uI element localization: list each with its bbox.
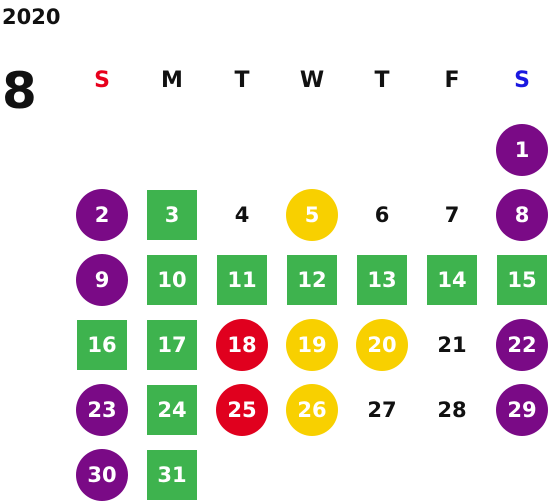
calendar-day-cell[interactable]: 14	[425, 253, 479, 307]
day-green-square-badge: 17	[147, 320, 197, 370]
day-purple-circle-badge: 9	[76, 254, 128, 306]
day-number: 21	[437, 333, 467, 357]
day-yellow-circle-badge: 26	[286, 384, 338, 436]
day-red-circle-badge: 25	[216, 384, 268, 436]
day-number: 7	[444, 203, 460, 227]
calendar-day-cell[interactable]: 29	[495, 383, 548, 437]
calendar-day-cell[interactable]: 15	[495, 253, 548, 307]
calendar-day-cell[interactable]: 7	[425, 188, 479, 242]
calendar-day-cell[interactable]: 10	[145, 253, 199, 307]
day-purple-circle-badge: 8	[496, 189, 548, 241]
calendar-day-cell[interactable]: 30	[75, 448, 129, 502]
calendar-day-cell[interactable]: 24	[145, 383, 199, 437]
weekday-label: T	[374, 67, 390, 93]
weekday-label: S	[514, 67, 530, 93]
day-red-circle-badge: 18	[216, 319, 268, 371]
weekday-label: S	[94, 67, 110, 93]
day-purple-circle-badge: 29	[496, 384, 548, 436]
day-green-square-badge: 24	[147, 385, 197, 435]
weekday-label: F	[444, 67, 460, 93]
calendar-day-cell[interactable]: 3	[145, 188, 199, 242]
day-green-square-badge: 16	[77, 320, 127, 370]
calendar-day-cell[interactable]: 31	[145, 448, 199, 502]
calendar-day-cell[interactable]: 13	[355, 253, 409, 307]
weekday-label: T	[234, 67, 250, 93]
day-purple-circle-badge: 2	[76, 189, 128, 241]
day-green-square-badge: 15	[497, 255, 547, 305]
calendar-day-cell[interactable]: 1	[495, 123, 548, 177]
day-number: 28	[437, 398, 467, 422]
day-green-square-badge: 31	[147, 450, 197, 500]
calendar-day-cell[interactable]: 21	[425, 318, 479, 372]
calendar-day-cell[interactable]: 16	[75, 318, 129, 372]
day-yellow-circle-badge: 20	[356, 319, 408, 371]
calendar-day-cell[interactable]: 5	[285, 188, 339, 242]
calendar-day-cell[interactable]: 11	[215, 253, 269, 307]
day-purple-circle-badge: 22	[496, 319, 548, 371]
calendar-day-cell[interactable]: 26	[285, 383, 339, 437]
calendar-day-cell[interactable]: 18	[215, 318, 269, 372]
weekday-label: M	[161, 67, 183, 93]
month-number: 8	[2, 62, 37, 120]
day-yellow-circle-badge: 5	[286, 189, 338, 241]
calendar-day-cell[interactable]: 27	[355, 383, 409, 437]
calendar-day-cell[interactable]: 23	[75, 383, 129, 437]
calendar-day-cell[interactable]: 28	[425, 383, 479, 437]
calendar-day-cell[interactable]: 19	[285, 318, 339, 372]
day-green-square-badge: 14	[427, 255, 477, 305]
calendar-day-cell[interactable]: 25	[215, 383, 269, 437]
day-green-square-badge: 12	[287, 255, 337, 305]
calendar-day-cell[interactable]: 20	[355, 318, 409, 372]
day-green-square-badge: 3	[147, 190, 197, 240]
day-number: 27	[367, 398, 397, 422]
day-green-square-badge: 13	[357, 255, 407, 305]
day-number: 6	[374, 203, 390, 227]
calendar-day-cell[interactable]: 22	[495, 318, 548, 372]
calendar-day-cell[interactable]: 4	[215, 188, 269, 242]
calendar-day-cell[interactable]: 6	[355, 188, 409, 242]
calendar-day-cell[interactable]: 17	[145, 318, 199, 372]
day-green-square-badge: 10	[147, 255, 197, 305]
day-purple-circle-badge: 23	[76, 384, 128, 436]
year-label: 2020	[2, 5, 61, 29]
day-number: 4	[234, 203, 250, 227]
day-yellow-circle-badge: 19	[286, 319, 338, 371]
day-green-square-badge: 11	[217, 255, 267, 305]
calendar-day-cell[interactable]: 2	[75, 188, 129, 242]
day-purple-circle-badge: 30	[76, 449, 128, 501]
calendar-day-cell[interactable]: 12	[285, 253, 339, 307]
calendar-day-cell[interactable]: 8	[495, 188, 548, 242]
calendar-day-cell[interactable]: 9	[75, 253, 129, 307]
weekday-label: W	[299, 67, 325, 93]
day-purple-circle-badge: 1	[496, 124, 548, 176]
